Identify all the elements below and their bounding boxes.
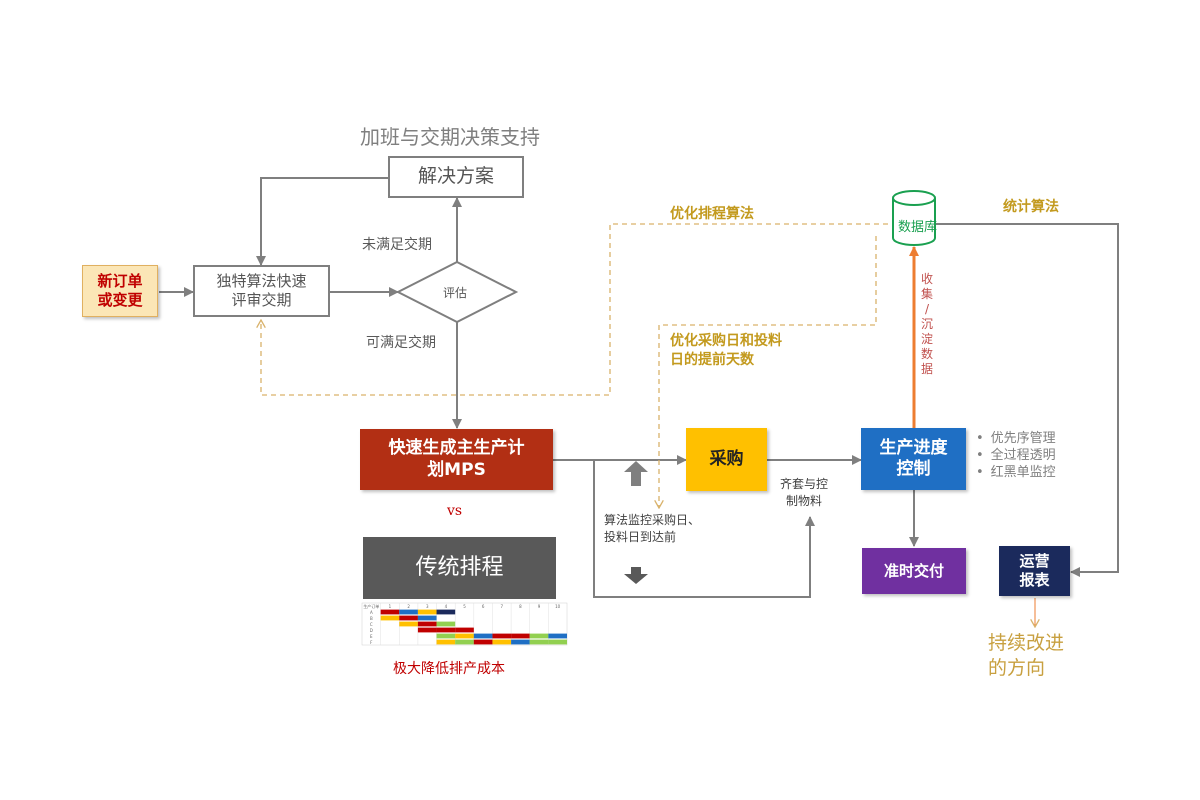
gantt-row-label: B [370, 616, 373, 621]
optimize-algorithm-label: 优化排程算法 [670, 206, 754, 222]
dashed-database-to-review [261, 223, 888, 396]
gantt-bar [417, 615, 437, 621]
gantt-header-cell: 生产订单 [363, 603, 379, 609]
gantt-row-label: A [370, 610, 373, 615]
gantt-bar [436, 609, 456, 615]
gantt-row-label: D [370, 628, 373, 633]
algorithm-monitor-label: 算法监控采购日、 投料日到达前 [604, 513, 701, 544]
gantt-row-label: C [370, 622, 373, 627]
gantt-bar [511, 633, 530, 639]
gantt-bar [473, 633, 493, 639]
procurement-box: 采购 [686, 428, 767, 491]
gantt-header-cell: 10 [555, 604, 561, 609]
new-order-box: 新订单 或变更 [82, 265, 158, 317]
gantt-bar [436, 627, 456, 633]
improvement-label: 持续改进 的方向 [988, 632, 1065, 679]
ontime-label: 准时交付 [883, 561, 944, 580]
gantt-bar [417, 627, 437, 633]
arrow-mps-loop-to-kitting [593, 460, 815, 598]
gantt-bar [455, 639, 474, 645]
production-label: 生产进度 控制 [879, 437, 948, 479]
new-order-label: 新订单 或变更 [97, 272, 143, 309]
down-arrow-icon [624, 567, 648, 584]
ontime-box: 准时交付 [862, 548, 966, 594]
solution-box: 解决方案 [388, 156, 524, 198]
production-box: 生产进度 控制 [861, 428, 966, 490]
gantt-header-cell: 2 [407, 604, 410, 609]
gantt-bar [417, 609, 437, 615]
dashed-database-to-monitor [659, 236, 877, 508]
gantt-bar [436, 639, 456, 645]
production-bullets: 优先序管理 全过程透明 红黑单监控 [976, 430, 1056, 481]
review-box: 独特算法快速 评审交期 [193, 265, 330, 317]
gantt-bar [417, 621, 437, 627]
procurement-label: 采购 [709, 448, 744, 469]
met-label: 可满足交期 [366, 335, 436, 351]
gantt-header-cell: 1 [389, 604, 392, 609]
unmet-label: 未满足交期 [362, 237, 432, 253]
database-label: 数据库 [898, 220, 938, 235]
gantt-bar [492, 633, 512, 639]
bullet-item: 全过程透明 [976, 447, 1056, 464]
evaluate-diamond [395, 260, 519, 324]
up-arrow-icon [624, 461, 648, 486]
traditional-label: 传统排程 [415, 555, 504, 581]
review-label: 独特算法快速 评审交期 [216, 272, 307, 309]
mps-box: 快速生成主生产计 划MPS [360, 429, 553, 490]
gantt-bar [380, 615, 400, 621]
solid-connectors [159, 177, 1119, 598]
gantt-bar [399, 615, 418, 621]
bullet-item: 优先序管理 [976, 430, 1056, 447]
arrow-solution-to-review [256, 177, 388, 266]
gantt-header-cell: 5 [463, 604, 466, 609]
gantt-bar [380, 609, 400, 615]
gantt-bar [399, 621, 418, 627]
gantt-bar [473, 639, 493, 645]
gantt-bar [548, 639, 567, 645]
gantt-bar [436, 633, 456, 639]
dashed-connectors [261, 223, 888, 508]
gantt-bar [399, 609, 418, 615]
gantt-bar [436, 621, 456, 627]
gantt-bar [455, 633, 474, 639]
statistics-algorithm-label: 统计算法 [1003, 199, 1059, 215]
evaluate-label: 评估 [443, 286, 468, 300]
gantt-bar [511, 639, 530, 645]
gantt-header-cell: 3 [426, 604, 429, 609]
gantt-row-label: F [370, 640, 373, 645]
solution-label: 解决方案 [417, 165, 494, 188]
gantt-bar [548, 633, 567, 639]
report-label: 运营 报表 [1019, 552, 1050, 589]
gantt-bar [455, 627, 474, 633]
gantt-bar [529, 633, 549, 639]
gantt-header-cell: 9 [538, 604, 541, 609]
gantt-header-cell: 7 [500, 604, 503, 609]
vs-label: vs [447, 503, 463, 519]
report-box: 运营 报表 [999, 546, 1070, 596]
traditional-box: 传统排程 [363, 537, 556, 599]
bullet-item: 红黑单监控 [976, 464, 1056, 481]
mps-label: 快速生成主生产计 划MPS [388, 438, 525, 480]
gantt-frame [361, 602, 568, 646]
arrow-database-to-report [935, 223, 1119, 577]
kitting-label: 齐套与控 制物料 [780, 477, 829, 508]
collect-data-label: 收 集 / 沉 淀 数 据 [921, 272, 934, 376]
database-cylinder [892, 190, 936, 246]
gantt-bar [529, 639, 549, 645]
gantt-header-cell: 4 [445, 604, 448, 609]
decision-support-caption: 加班与交期决策支持 [360, 125, 540, 149]
cost-label: 极大降低排产成本 [393, 661, 505, 677]
gantt-bar [492, 639, 512, 645]
gantt-row-label: E [370, 634, 373, 639]
gantt-header-cell: 6 [482, 604, 485, 609]
optimize-purchase-label: 优化采购日和投料 日的提前天数 [670, 333, 782, 368]
gantt-header-cell: 8 [519, 604, 522, 609]
